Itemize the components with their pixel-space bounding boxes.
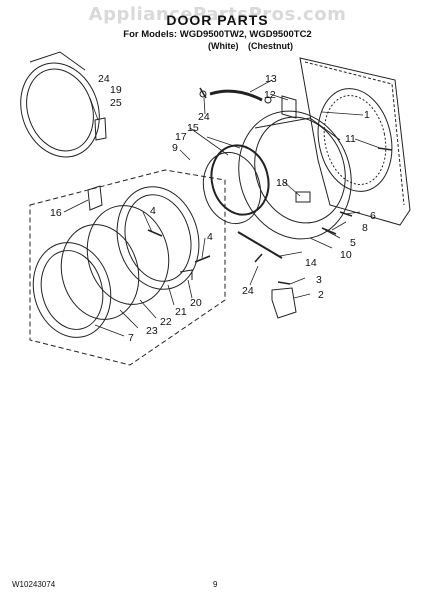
handle-strap: [209, 89, 263, 102]
door-rod: [237, 231, 283, 259]
callout-11: 11: [345, 133, 356, 145]
watermark: AppliancePartsPros.com: [88, 4, 347, 25]
hinge-bracket: [281, 95, 297, 119]
document-number: W10243074: [12, 580, 56, 589]
door-bracket-16: [87, 185, 103, 211]
page-number: 9: [213, 580, 218, 589]
callout-16: 16: [50, 207, 62, 219]
door-switch: [271, 287, 297, 319]
callout-4b: 4: [207, 231, 213, 243]
callout-4a: 4: [150, 205, 156, 217]
door-ring-23: [60, 224, 140, 320]
callout-25: 25: [110, 97, 122, 109]
callout-8: 8: [362, 222, 368, 234]
callout-21: 21: [175, 306, 187, 318]
callout-7: 7: [128, 332, 134, 344]
callout-labels: 1 2 3 4 4 5 6 7 8 9 10 11 12 13 14 15 16…: [50, 73, 376, 344]
callout-20: 20: [190, 297, 202, 309]
callout-15: 15: [187, 122, 199, 134]
model-list: For Models: WGD9500TW2, WGD9500TC2: [123, 29, 312, 40]
callout-9: 9: [172, 142, 178, 154]
door-latch: [295, 191, 311, 203]
cabinet-opening: [317, 88, 393, 192]
callout-1: 1: [364, 109, 370, 121]
page-title: DOOR PARTS: [166, 12, 269, 28]
callout-18: 18: [276, 177, 288, 189]
door-seal: [210, 144, 270, 216]
cabinet-front-panel: [299, 57, 411, 226]
callout-12: 12: [264, 89, 276, 101]
outer-door-ring: [32, 242, 112, 338]
door-glass-inner: [202, 151, 262, 225]
door-ring-22: [86, 205, 170, 305]
callout-24c: 24: [98, 73, 110, 85]
callout-6: 6: [370, 210, 376, 222]
callout-22: 22: [160, 316, 172, 328]
callout-14: 14: [305, 257, 317, 269]
callout-2: 2: [318, 289, 324, 301]
inner-door-assembly: [238, 110, 352, 240]
callout-23: 23: [146, 325, 158, 337]
callout-24a: 24: [198, 111, 210, 123]
door-assembly-boundary: [29, 169, 226, 366]
callout-17: 17: [175, 131, 187, 143]
door-ring-21: [116, 186, 200, 290]
outer-door-frame: [20, 62, 100, 158]
variant-chestnut: (Chestnut): [248, 41, 293, 51]
callout-19: 19: [110, 84, 122, 96]
callout-5: 5: [350, 237, 356, 249]
callout-24b: 24: [242, 285, 254, 297]
variant-white: (White): [208, 41, 239, 51]
callout-13: 13: [265, 73, 277, 85]
callout-3: 3: [316, 274, 322, 286]
callout-10: 10: [340, 249, 352, 261]
